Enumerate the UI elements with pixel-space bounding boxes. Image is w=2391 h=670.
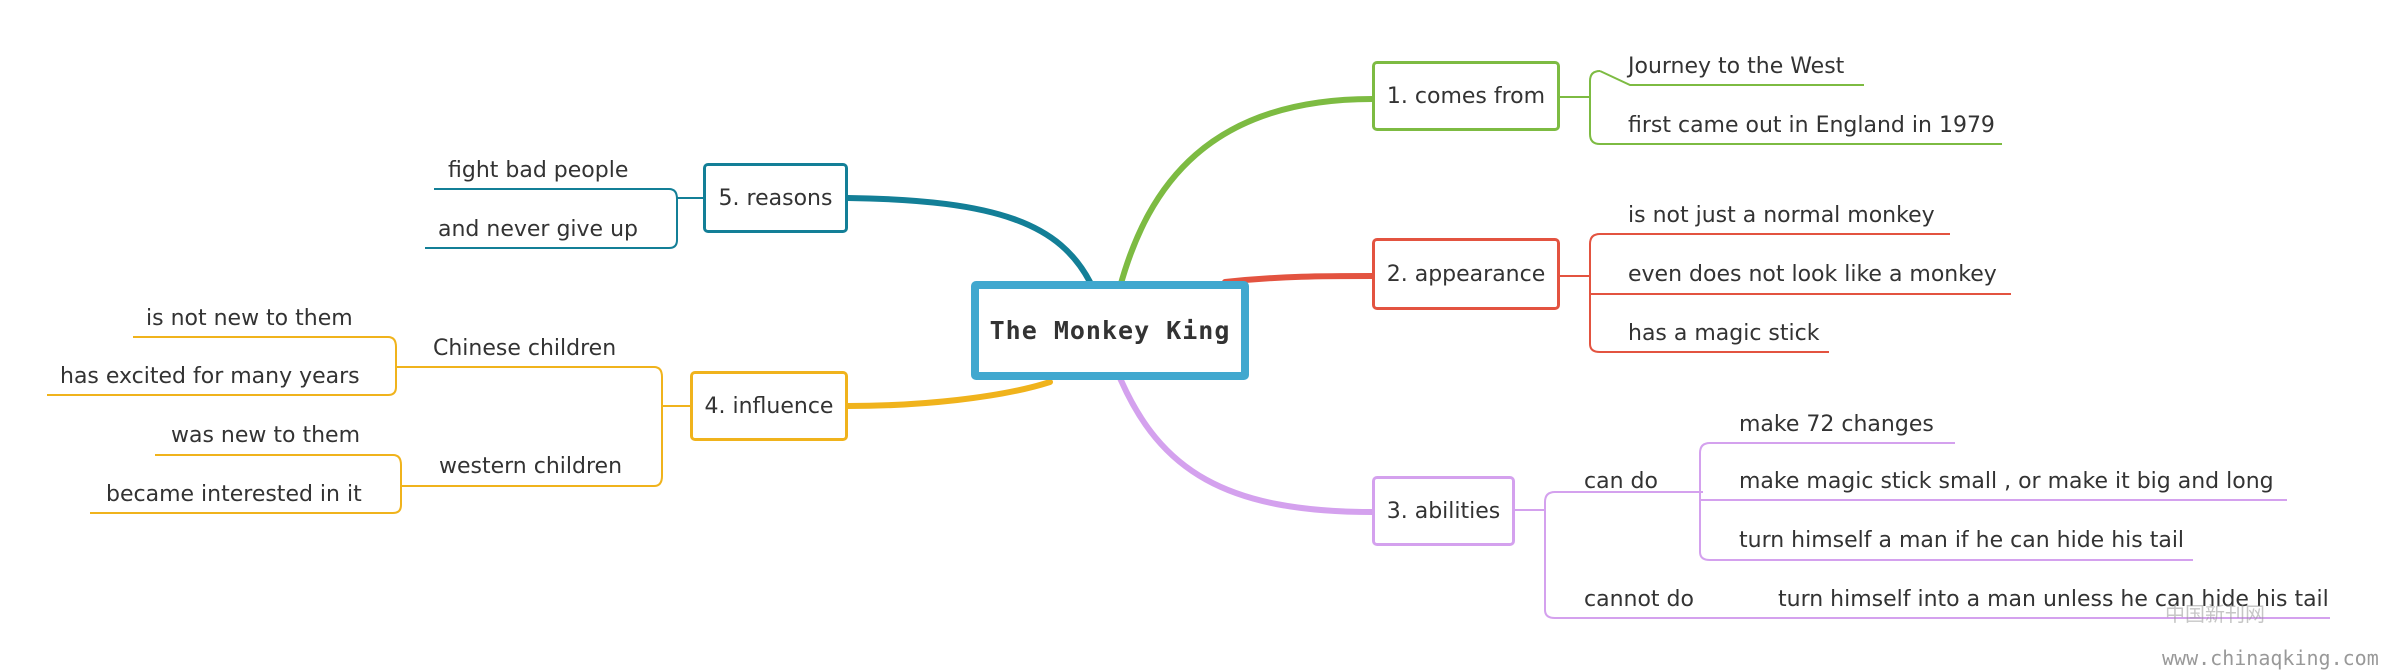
leaf-unless-hide-tail[interactable]: turn himself into a man unless he can hi… <box>1778 587 2329 612</box>
branch-abilities-label: 3. abilities <box>1386 498 1501 524</box>
subtopic-can-do[interactable]: can do <box>1584 469 1658 494</box>
leaf-magic-stick[interactable]: has a magic stick <box>1628 321 1820 346</box>
watermark-chinese-text: 中国新刊网 <box>2165 602 2265 626</box>
leaf-excited-many-years[interactable]: has excited for many years <box>60 364 360 389</box>
connector-reasons <box>845 195 1093 285</box>
subtopic-cannot-do[interactable]: cannot do <box>1584 587 1694 612</box>
connector-appearance <box>1222 273 1375 285</box>
branch-appearance[interactable]: 2. appearance <box>1372 238 1560 310</box>
leaf-journey-to-the-west[interactable]: Journey to the West <box>1628 54 1845 79</box>
watermark-url: www.chinaqking.com <box>2162 646 2379 670</box>
leaf-not-normal-monkey[interactable]: is not just a normal monkey <box>1628 203 1935 228</box>
leaf-never-give-up[interactable]: and never give up <box>438 217 638 242</box>
branch-comes-from[interactable]: 1. comes from <box>1372 61 1560 131</box>
branch-influence-label: 4. influence <box>704 393 834 419</box>
connector-abilities <box>1117 375 1375 515</box>
branch-reasons[interactable]: 5. reasons <box>703 163 848 233</box>
connector-comes-from <box>1117 96 1375 290</box>
leaf-fight-bad-people[interactable]: fight bad people <box>448 158 629 183</box>
leaf-not-new[interactable]: is not new to them <box>146 306 353 331</box>
leaf-72-changes[interactable]: make 72 changes <box>1739 412 1934 437</box>
leaf-turn-into-man[interactable]: turn himself a man if he can hide his ta… <box>1739 528 2185 553</box>
central-topic-label: The Monkey King <box>989 316 1231 345</box>
leaf-not-look-like-monkey[interactable]: even does not look like a monkey <box>1628 262 1997 287</box>
subtopic-western-children[interactable]: western children <box>439 454 623 479</box>
branch-comes-from-label: 1. comes from <box>1386 83 1546 109</box>
branch-abilities[interactable]: 3. abilities <box>1372 476 1515 546</box>
subtopic-chinese-children[interactable]: Chinese children <box>433 336 617 361</box>
connector-influence <box>845 379 1053 409</box>
leaf-magic-stick-size[interactable]: make magic stick small , or make it big … <box>1739 469 2274 494</box>
leaf-was-new[interactable]: was new to them <box>171 423 361 448</box>
central-topic[interactable]: The Monkey King <box>971 281 1249 380</box>
leaf-first-came-out[interactable]: first came out in England in 1979 <box>1628 113 1995 138</box>
branch-reasons-label: 5. reasons <box>718 185 833 211</box>
branch-appearance-label: 2. appearance <box>1386 261 1546 287</box>
leaf-became-interested[interactable]: became interested in it <box>106 482 362 507</box>
branch-influence[interactable]: 4. influence <box>690 371 848 441</box>
